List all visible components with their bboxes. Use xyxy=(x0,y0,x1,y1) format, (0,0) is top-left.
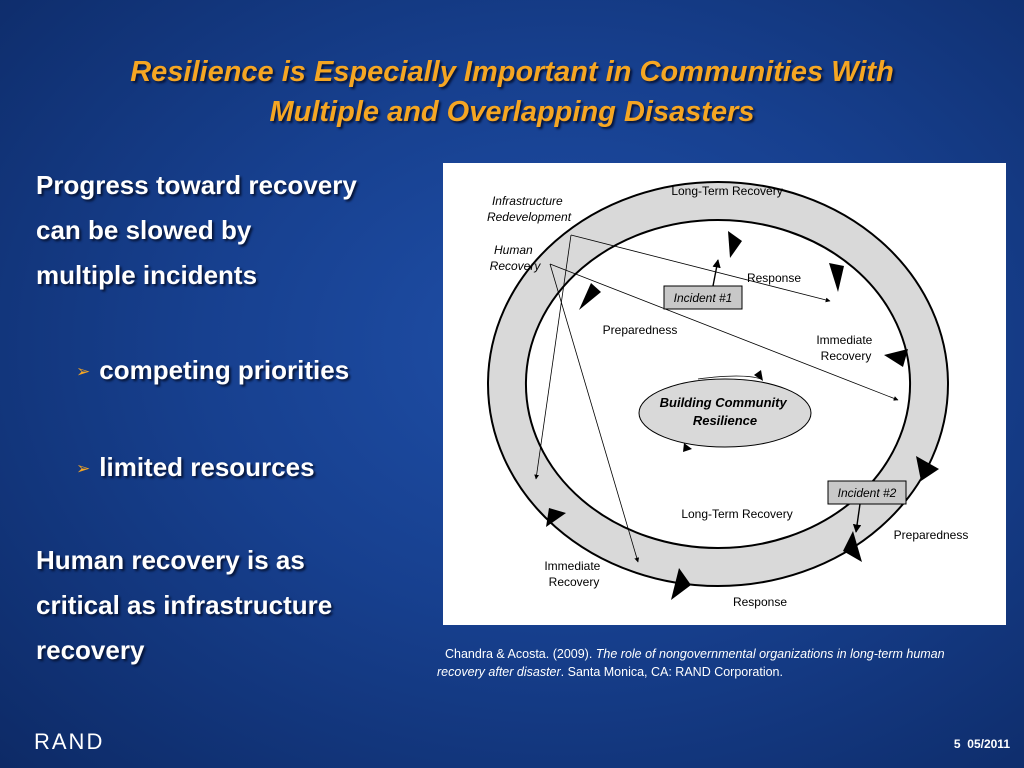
infrastructure-label-line: Redevelopment xyxy=(487,210,572,224)
incident-2-box xyxy=(827,480,907,505)
slide-title: Resilience is Especially Important in Co… xyxy=(30,52,994,132)
bullet-text: competing priorities xyxy=(99,355,350,385)
body-line: Progress toward recovery xyxy=(36,170,357,200)
center-label: Building Community Resilience xyxy=(660,395,791,428)
body-paragraph-human-recovery: Human recovery is as critical as infrast… xyxy=(36,538,332,673)
resilience-cycle-diagram: Incident #1 Incident #2 Infrastructure R… xyxy=(443,163,1006,625)
center-ellipse xyxy=(638,378,812,448)
phase-label-line: Recovery xyxy=(549,575,600,589)
slide-date: 05/2011 xyxy=(967,737,1010,751)
body-line: critical as infrastructure xyxy=(36,590,333,620)
citation-title-part-1: The role of nongovernmental organization… xyxy=(595,647,945,661)
citation-publisher: . Santa Monica, CA: RAND Corporation. xyxy=(560,665,783,679)
cycle-arrowhead xyxy=(579,283,601,310)
phase-label-line: Recovery xyxy=(821,349,872,363)
bullet-competing-priorities: ➢ competing priorities xyxy=(76,350,349,392)
citation-title-part-2: recovery after disaster xyxy=(437,665,561,679)
citation: Chandra & Acosta. (2009). The role of no… xyxy=(437,645,1007,681)
incident-2-arrow xyxy=(852,503,862,533)
center-cycle-arrowhead xyxy=(754,370,763,381)
infrastructure-line xyxy=(534,234,572,480)
page-number-date: 5 05/2011 xyxy=(954,737,1010,751)
rand-logo: RAND xyxy=(34,729,105,754)
cycle-arrowhead xyxy=(916,456,939,481)
center-label-line: Resilience xyxy=(693,413,757,428)
page-number: 5 xyxy=(953,737,961,751)
bullet-arrow-icon: ➢ xyxy=(76,459,91,478)
phase-preparedness-top: Preparedness xyxy=(603,323,678,337)
phase-immediate-recovery-bottom: Immediate Recovery xyxy=(544,559,603,589)
bullet-text: limited resources xyxy=(99,452,315,482)
body-paragraph-progress: Progress toward recovery can be slowed b… xyxy=(36,163,357,298)
center-label-line: Building Community xyxy=(660,395,788,410)
body-line: recovery xyxy=(36,635,145,665)
phase-label-line: Immediate xyxy=(544,559,600,573)
center-cycle-arrow xyxy=(697,375,762,380)
phase-response-top: Response xyxy=(747,271,801,285)
body-line: multiple incidents xyxy=(36,260,258,290)
phase-long-term-recovery-bottom: Long-Term Recovery xyxy=(681,507,792,521)
human-recovery-label: Human Recovery xyxy=(490,243,542,273)
bullet-arrow-icon: ➢ xyxy=(76,362,91,381)
human-recovery-label-line: Human xyxy=(494,243,533,257)
infrastructure-line xyxy=(570,234,831,303)
bullet-limited-resources: ➢ limited resources xyxy=(76,447,315,489)
cycle-arrowhead xyxy=(829,263,844,292)
phase-response-bottom: Response xyxy=(733,595,787,609)
cycle-arrowhead xyxy=(671,568,691,600)
incident-1-arrow xyxy=(712,259,721,287)
incident-1-label: Incident #1 xyxy=(674,291,733,305)
incident-1-box xyxy=(663,285,743,310)
infrastructure-label: Infrastructure Redevelopment xyxy=(487,194,572,224)
citation-line-2: recovery after disaster. Santa Monica, C… xyxy=(437,663,1007,681)
diagram-canvas: Incident #1 Incident #2 Infrastructure R… xyxy=(487,180,969,609)
phase-immediate-recovery-top: Immediate Recovery xyxy=(816,333,875,363)
phase-label-line: Immediate xyxy=(816,333,872,347)
body-line: can be slowed by xyxy=(36,215,252,245)
phase-preparedness-bottom: Preparedness xyxy=(894,528,969,542)
body-line: Human recovery is as xyxy=(36,545,305,575)
center-cycle-arrowhead xyxy=(683,443,692,452)
cycle-arrowhead xyxy=(884,349,908,367)
human-recovery-line xyxy=(549,263,640,563)
human-recovery-line xyxy=(549,263,899,401)
slide-title-line-2: Multiple and Overlapping Disasters xyxy=(269,96,755,128)
incident-2-label: Incident #2 xyxy=(838,486,897,500)
citation-authors: Chandra & Acosta. (2009). xyxy=(445,647,596,661)
cycle-ring xyxy=(487,180,949,588)
human-recovery-label-line: Recovery xyxy=(490,259,542,273)
infrastructure-label-line: Infrastructure xyxy=(492,194,563,208)
cycle-arrowhead xyxy=(546,508,566,527)
cycle-arrowhead xyxy=(728,231,742,258)
cycle-arrowhead xyxy=(843,531,862,562)
phase-long-term-recovery-top: Long-Term Recovery xyxy=(671,184,782,198)
slide-title-line-1: Resilience is Especially Important in Co… xyxy=(130,56,894,88)
citation-line-1: Chandra & Acosta. (2009). The role of no… xyxy=(437,645,1007,663)
